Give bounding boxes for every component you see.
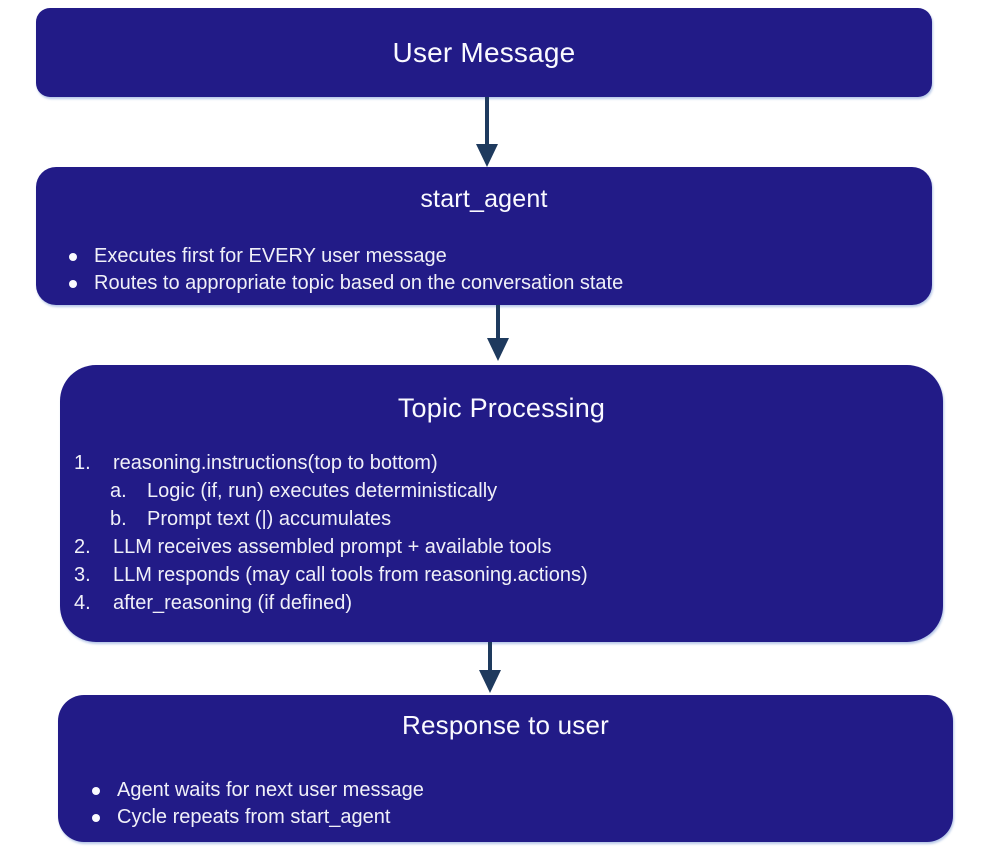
- start-agent-title: start_agent: [420, 185, 548, 213]
- list-text: LLM receives assembled prompt + availabl…: [113, 536, 552, 558]
- topic-processing-box: Topic Processing 1. reasoning.instructio…: [60, 365, 943, 642]
- list-text: Logic (if, run) executes deterministical…: [147, 480, 498, 502]
- arrow-shaft: [496, 305, 500, 340]
- list-marker: 4.: [74, 592, 91, 614]
- list-item: 3. LLM responds (may call tools from rea…: [60, 561, 943, 589]
- bullet-item: Routes to appropriate topic based on the…: [69, 270, 932, 297]
- bullet-text: Executes first for EVERY user message: [94, 245, 447, 267]
- start-agent-bullet-list: Executes first for EVERY user message Ro…: [36, 243, 932, 297]
- list-marker: b.: [110, 508, 127, 530]
- list-marker: a.: [110, 480, 127, 502]
- bullet-dot-icon: [92, 786, 100, 795]
- list-marker: 3.: [74, 564, 91, 586]
- list-text: Prompt text (|) accumulates: [147, 508, 392, 530]
- list-item: 4. after_reasoning (if defined): [60, 589, 943, 617]
- list-item: 1. reasoning.instructions(top to bottom): [60, 449, 943, 477]
- topic-processing-list: 1. reasoning.instructions(top to bottom)…: [60, 449, 943, 617]
- response-to-user-title: Response to user: [402, 710, 609, 740]
- response-to-user-box: Response to user Agent waits for next us…: [58, 695, 953, 842]
- start-agent-box: start_agent Executes first for EVERY use…: [36, 167, 932, 305]
- topic-processing-title: Topic Processing: [397, 393, 606, 423]
- list-item: 2. LLM receives assembled prompt + avail…: [60, 533, 943, 561]
- list-text: after_reasoning (if defined): [113, 592, 353, 614]
- user-message-title: User Message: [392, 36, 576, 68]
- arrow-shaft: [485, 97, 489, 146]
- bullet-dot-icon: [69, 252, 77, 261]
- list-subitem: a. Logic (if, run) executes deterministi…: [60, 477, 943, 505]
- bullet-text: Agent waits for next user message: [117, 779, 424, 801]
- arrow-head: [487, 338, 509, 361]
- response-bullet-list: Agent waits for next user message Cycle …: [58, 777, 953, 831]
- list-marker: 2.: [74, 536, 91, 558]
- bullet-item: Cycle repeats from start_agent: [92, 804, 953, 831]
- bullet-dot-icon: [92, 813, 100, 822]
- list-text: reasoning.instructions(top to bottom): [113, 452, 438, 474]
- user-message-box: User Message: [36, 8, 932, 97]
- arrow-head: [479, 670, 501, 693]
- bullet-dot-icon: [69, 279, 77, 288]
- list-marker: 1.: [74, 452, 91, 474]
- bullet-text: Routes to appropriate topic based on the…: [94, 272, 624, 294]
- bullet-item: Executes first for EVERY user message: [69, 243, 932, 270]
- bullet-text: Cycle repeats from start_agent: [117, 806, 391, 828]
- arrow-shaft: [488, 642, 492, 671]
- arrow-head: [476, 144, 498, 167]
- list-subitem: b. Prompt text (|) accumulates: [60, 505, 943, 533]
- list-text: LLM responds (may call tools from reason…: [113, 564, 588, 586]
- bullet-item: Agent waits for next user message: [92, 777, 953, 804]
